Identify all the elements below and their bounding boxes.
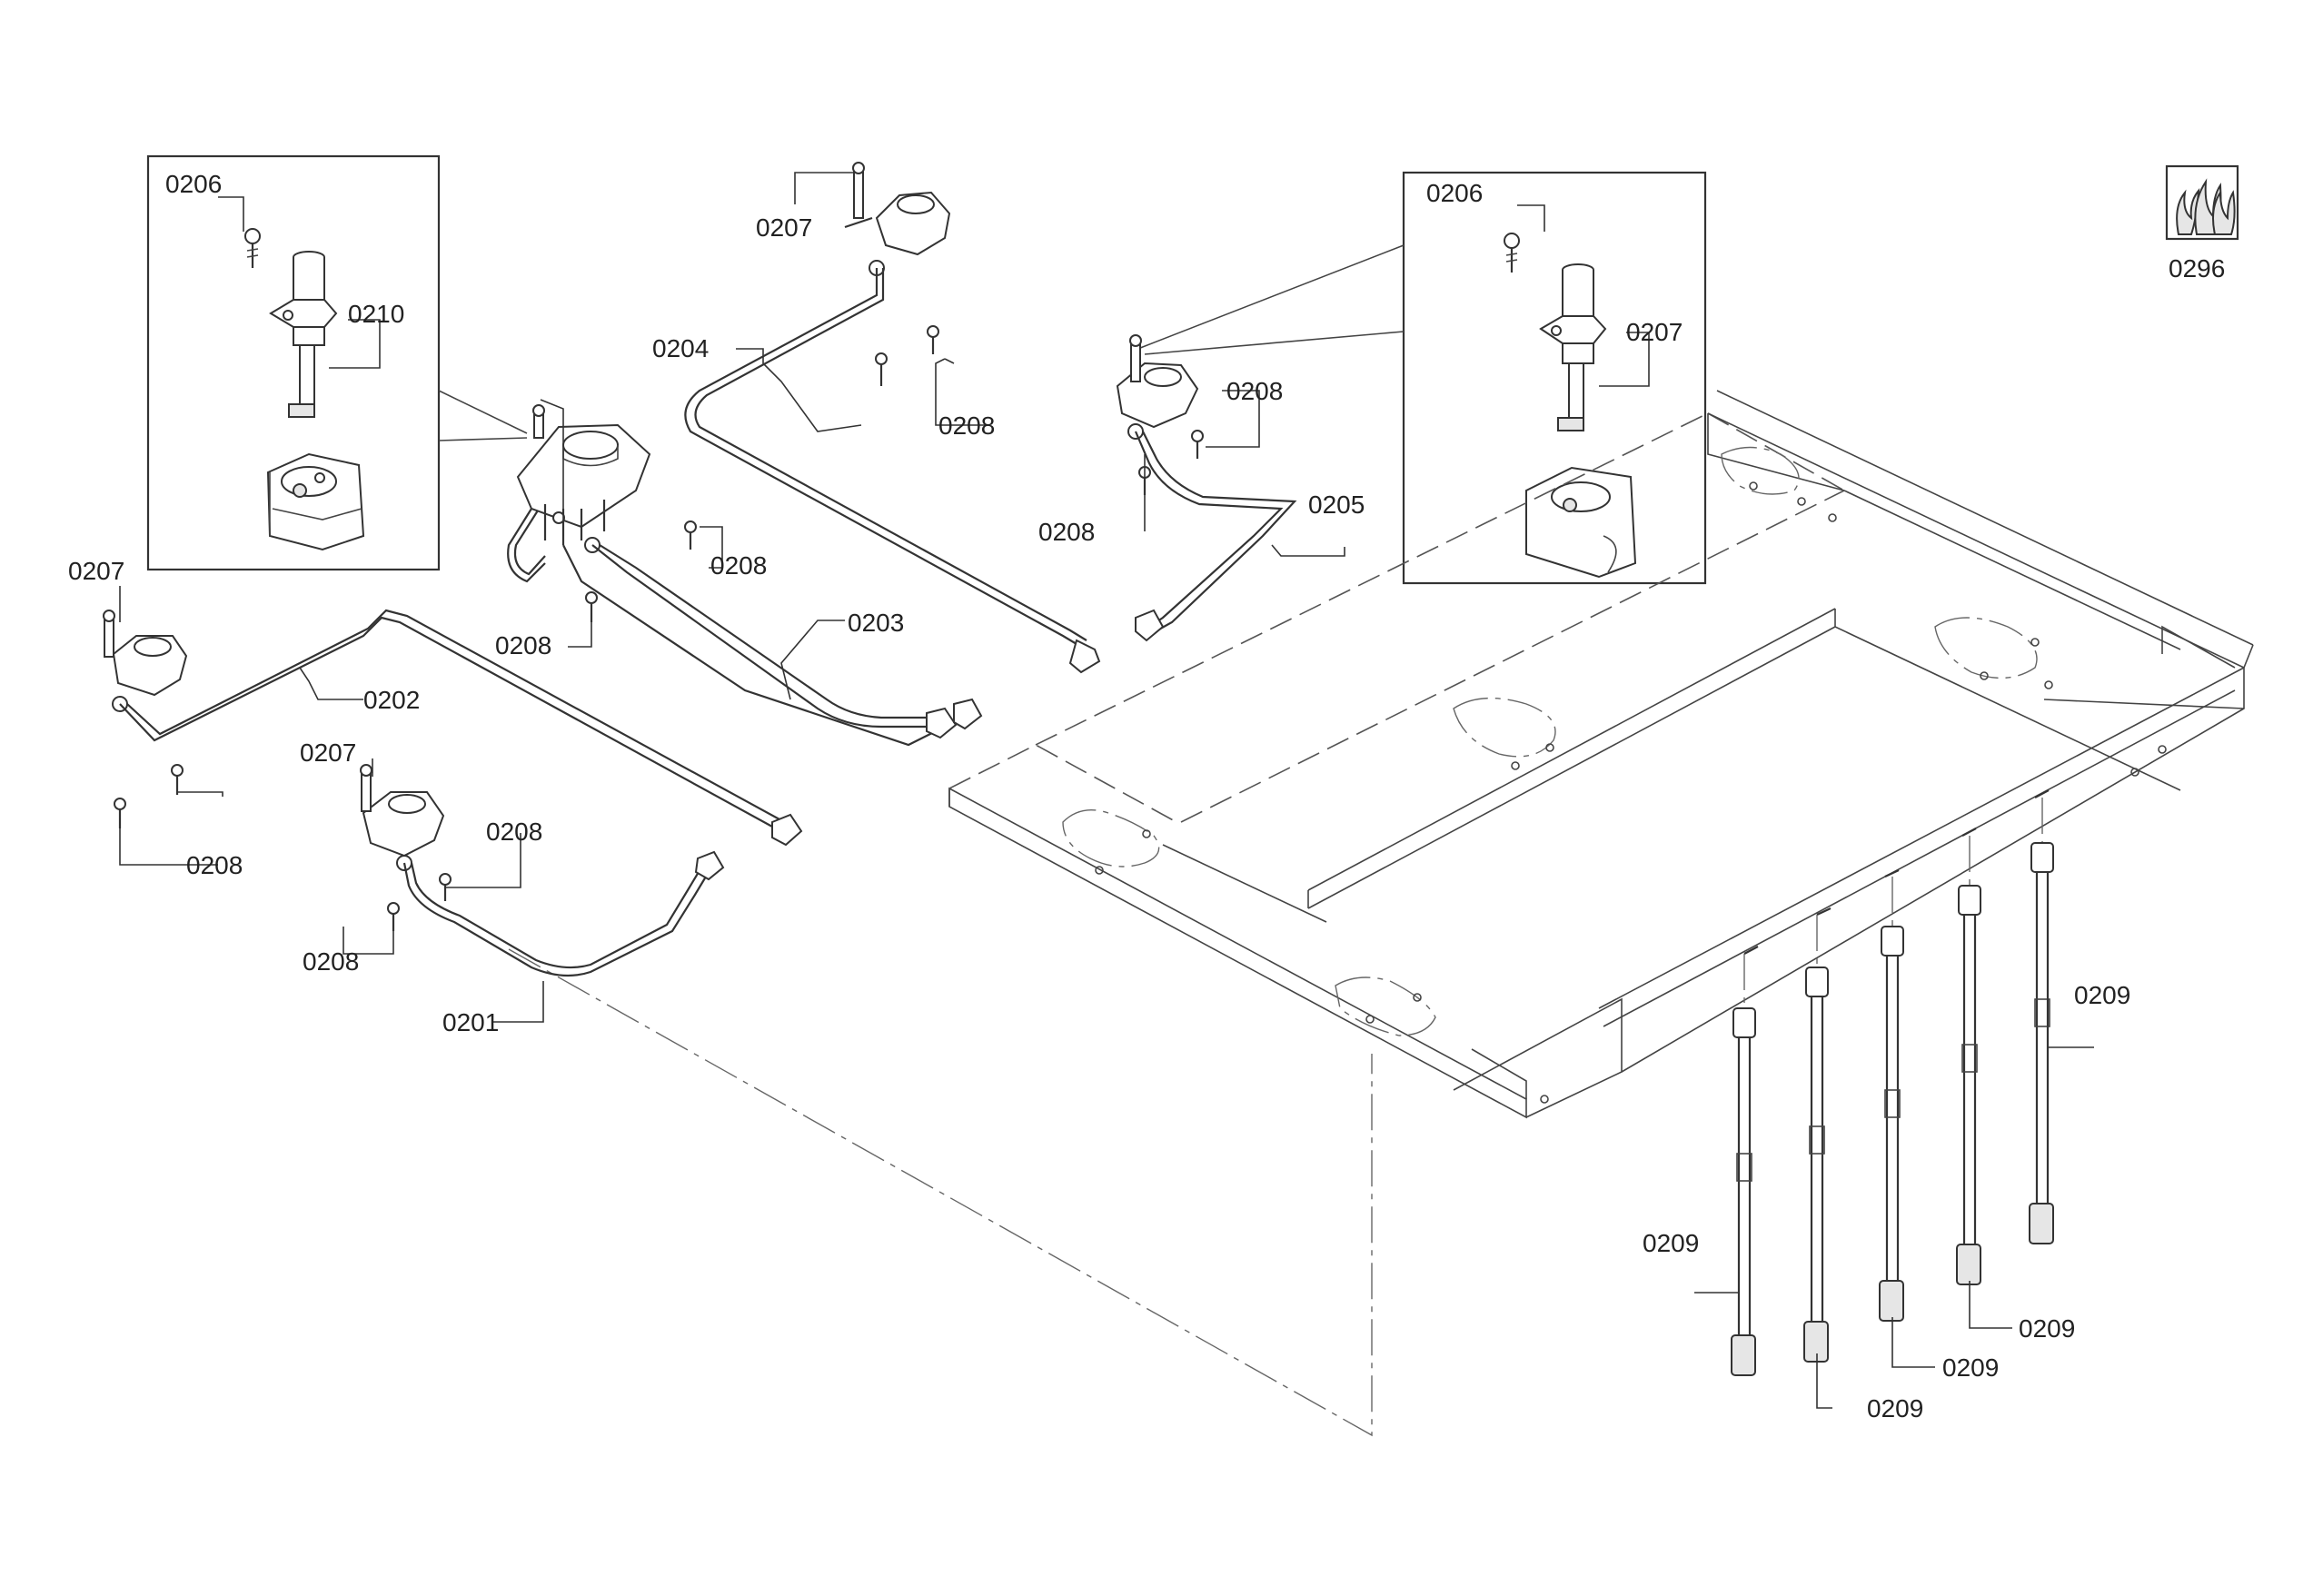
burner-cup-part bbox=[266, 452, 365, 551]
part-label: 0208 bbox=[495, 631, 551, 659]
screws bbox=[114, 325, 1204, 931]
detail-box-left bbox=[146, 154, 528, 571]
part-label: 0207 bbox=[68, 557, 124, 585]
burner-valve-left bbox=[103, 610, 188, 712]
screw-part bbox=[244, 228, 261, 268]
part-label: 0210 bbox=[348, 300, 404, 328]
gas-pipes bbox=[119, 268, 1297, 977]
part-label: 0208 bbox=[1226, 377, 1283, 405]
part-label: 0296 bbox=[2169, 254, 2225, 283]
burner-valve-top bbox=[844, 162, 951, 276]
ignition-lead bbox=[1731, 954, 1756, 1376]
ignition-lead bbox=[1879, 877, 1904, 1322]
part-labels: 0206 0210 0207 0204 0208 0208 0208 0207 … bbox=[68, 170, 2225, 1423]
part-label: 0205 bbox=[1308, 491, 1365, 519]
ignition-lead bbox=[1956, 836, 1981, 1285]
gas-flame-icon bbox=[2165, 164, 2239, 241]
burner-valve-right bbox=[1116, 334, 1199, 440]
ignition-lead bbox=[2029, 798, 2054, 1244]
part-label: 0201 bbox=[442, 1008, 499, 1036]
part-label: 0208 bbox=[486, 818, 542, 846]
part-label: 0209 bbox=[1867, 1394, 1923, 1423]
part-label: 0207 bbox=[756, 213, 812, 242]
part-label: 0206 bbox=[165, 170, 222, 198]
part-label: 0208 bbox=[938, 411, 995, 440]
part-label: 0208 bbox=[710, 551, 767, 580]
burner-cup-part bbox=[1525, 466, 1637, 579]
part-label: 0207 bbox=[300, 739, 356, 767]
part-label: 0208 bbox=[1038, 518, 1095, 546]
part-label: 0207 bbox=[1626, 318, 1683, 346]
ignition-lead bbox=[1803, 915, 1829, 1363]
ignition-leads bbox=[1731, 798, 2054, 1376]
screw-part bbox=[875, 352, 888, 386]
screw-part bbox=[439, 873, 452, 901]
part-label: 0208 bbox=[303, 947, 359, 976]
screw-part bbox=[1191, 430, 1204, 459]
burner-valve-bottom bbox=[360, 764, 445, 871]
part-label: 0204 bbox=[652, 334, 709, 362]
part-label: 0202 bbox=[363, 686, 420, 714]
thermocouple-part bbox=[1539, 263, 1607, 431]
detail-box-right bbox=[1135, 171, 1707, 585]
burner-frame bbox=[508, 390, 2254, 1437]
part-label: 0209 bbox=[2019, 1314, 2075, 1343]
part-label: 0206 bbox=[1426, 179, 1483, 207]
part-label: 0208 bbox=[186, 851, 243, 879]
burner-valve-center bbox=[516, 404, 651, 553]
part-label: 0209 bbox=[2074, 981, 2130, 1009]
screw-part bbox=[1504, 233, 1520, 273]
screw-part bbox=[684, 520, 697, 550]
part-label: 0203 bbox=[848, 609, 904, 637]
thermocouple-part bbox=[269, 251, 338, 418]
part-label: 0209 bbox=[1643, 1229, 1699, 1257]
leader-lines bbox=[119, 172, 2094, 1409]
screw-part bbox=[171, 764, 184, 795]
part-label: 0209 bbox=[1942, 1353, 1999, 1382]
screw-part bbox=[927, 325, 939, 354]
